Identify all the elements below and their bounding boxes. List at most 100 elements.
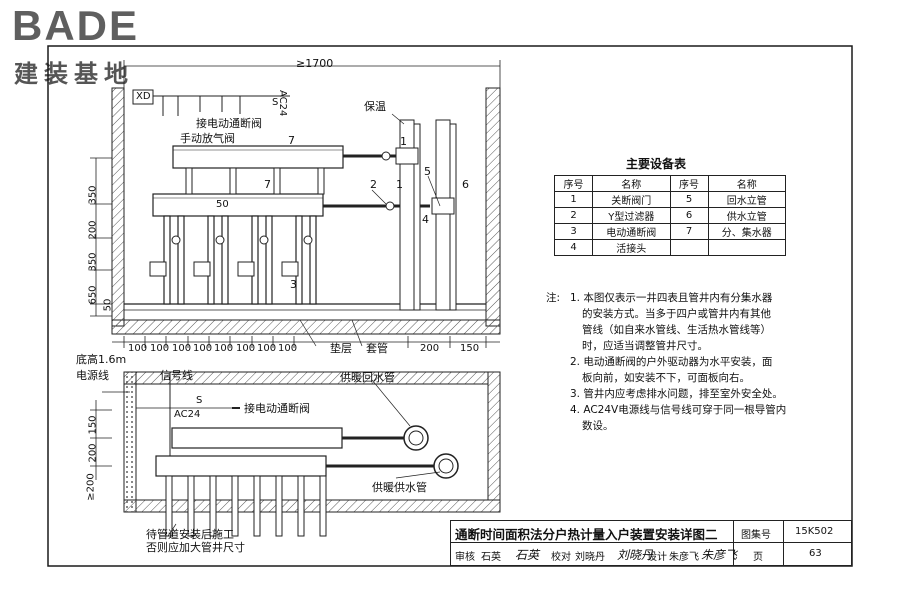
note-line: 1. 本图仅表示一井四表且管井内有分集水器 — [570, 292, 773, 304]
ac24-plan-label: AC24 — [174, 409, 201, 420]
design-label: 设计 — [647, 552, 667, 563]
plan-dim-200-min: ≥200 — [85, 473, 97, 501]
table-cell: 1 — [553, 191, 594, 208]
construct-note-1: 待管道安装后施工 — [146, 528, 234, 541]
checker-name: 刘晓丹 — [575, 552, 605, 563]
table-cell — [669, 239, 709, 256]
logo-wordmark: BADE — [12, 2, 140, 49]
signal-line-label: 信号线 — [160, 369, 193, 382]
drawing-title: 通断时间面积法分户热计量入户装置安装详图二 — [455, 527, 718, 542]
insulation-label: 保温 — [364, 100, 386, 113]
callout-7a: 7 — [288, 134, 295, 147]
col-no-1: 序号 — [553, 175, 594, 192]
dim-100-5: 100 — [214, 343, 234, 354]
table-row: 4 活接头 — [553, 239, 787, 256]
lower-manifold — [152, 193, 324, 217]
equipment-table-title: 主要设备表 — [626, 157, 687, 171]
reviewer-signature: 石英 — [515, 548, 540, 562]
table-row: 1 关断阀门 5 回水立管 — [553, 191, 787, 208]
plan-lower-manifold — [155, 455, 327, 477]
table-cell: Y型过滤器 — [592, 207, 671, 224]
callout-5: 5 — [424, 165, 431, 178]
floor-slab — [111, 319, 501, 335]
s-plan-label: S — [196, 395, 203, 406]
table-cell: 4 — [553, 239, 594, 256]
atlas-number: 15K502 — [795, 526, 834, 537]
table-cell: 3 — [553, 223, 594, 240]
table-cell: 回水立管 — [707, 191, 787, 208]
callout-7b: 7 — [264, 178, 271, 191]
equipment-table: 序号 名称 序号 名称 1 关断阀门 5 回水立管 2 Y型过滤器 6 供水立管… — [553, 175, 787, 256]
table-row: 2 Y型过滤器 6 供水立管 — [553, 207, 787, 224]
plan-dim-150: 150 — [87, 415, 99, 435]
table-header-row: 序号 名称 序号 名称 — [553, 175, 787, 192]
power-line-label: 电源线 — [76, 369, 109, 382]
table-cell: 电动通断阀 — [592, 223, 671, 240]
xd-label: XD — [136, 91, 151, 102]
designer-signature: 朱彦飞 — [701, 548, 738, 562]
dim-100-4: 100 — [193, 343, 213, 354]
note-line: 4. AC24V电源线与信号线可穿于同一根导管内 — [570, 404, 787, 416]
top-dimension: ≥1700 — [296, 57, 334, 70]
callout-6: 6 — [462, 178, 469, 191]
s-top-label: S — [272, 97, 279, 108]
note-line: 的安装方式。当多于四户或管井内有其他 — [582, 308, 771, 320]
col-name-1: 名称 — [592, 175, 671, 192]
right-wall — [485, 87, 501, 327]
notes-lead: 注: — [546, 292, 561, 304]
sleeve-label: 套管 — [366, 342, 388, 355]
return-pipe-label: 供暖回水管 — [340, 371, 395, 384]
title-block: 通断时间面积法分户热计量入户装置安装详图二 图集号 15K502 审核 石英 石… — [450, 520, 852, 566]
dim-100-7: 100 — [257, 343, 277, 354]
table-cell: 6 — [669, 207, 709, 224]
supply-riser — [435, 119, 451, 311]
plan-supply-riser — [433, 453, 459, 479]
callout-2: 2 — [370, 178, 377, 191]
dim-100-8: 100 — [278, 343, 298, 354]
plan-dim-200: 200 — [87, 443, 99, 463]
callout-50: 50 — [216, 199, 229, 210]
note-line: 3. 管井内应考虑排水问题，排至室外安全处。 — [570, 388, 783, 400]
page-label: 页 — [753, 552, 763, 563]
note-1: 1. 本图仅表示一井四表且管井内有分集水器 的安装方式。当多于四户或管井内有其他… — [570, 290, 786, 434]
dim-650: 650 — [87, 285, 99, 305]
ac24-top-label: AC24 — [277, 90, 288, 117]
logo-subtitle: 建装基地 — [14, 60, 134, 88]
branch-pipes — [163, 215, 317, 305]
table-row: 3 电动通断阀 7 分、集水器 — [553, 223, 787, 240]
callout-1b: 1 — [396, 178, 403, 191]
check-label: 校对 — [551, 552, 571, 563]
table-cell: 活接头 — [592, 239, 671, 256]
col-name-2: 名称 — [707, 175, 787, 192]
dim-100-1: 100 — [128, 343, 148, 354]
dim-100-2: 100 — [150, 343, 170, 354]
connect-valve-top-label: 接电动通断阀 — [196, 117, 262, 130]
table-cell: 5 — [669, 191, 709, 208]
dim-150-bottom: 150 — [460, 343, 480, 354]
note-line: 数设。 — [582, 420, 614, 432]
table-cell: 2 — [553, 207, 594, 224]
table-cell: 分、集水器 — [707, 223, 787, 240]
callout-3: 3 — [290, 278, 297, 291]
cushion-label: 垫层 — [330, 342, 352, 355]
callout-4: 4 — [422, 213, 429, 226]
table-cell: 供水立管 — [707, 207, 787, 224]
atlas-label: 图集号 — [741, 530, 771, 541]
xd-box — [132, 89, 154, 105]
dim-350-upper: 350 — [87, 185, 99, 205]
reviewer-name: 石英 — [481, 552, 501, 563]
plan-return-riser — [403, 425, 429, 451]
supply-pipe-label: 供暖供水管 — [372, 481, 427, 494]
construct-note-2: 否则应加大管井尺寸 — [146, 541, 245, 554]
designer-name: 朱彦飞 — [669, 552, 699, 563]
dim-50: 50 — [102, 298, 114, 312]
manual-vent-label: 手动放气阀 — [180, 132, 235, 145]
drawing-frame — [47, 45, 853, 567]
table-cell: 7 — [669, 223, 709, 240]
dim-200: 200 — [87, 220, 99, 240]
note-line: 板向前，如安装不下，可面板向右。 — [582, 372, 750, 384]
dim-350-lower: 350 — [87, 252, 99, 272]
bottom-height-label: 底高1.6m — [76, 353, 127, 366]
connect-valve-plan-label: 接电动通断阀 — [244, 402, 310, 415]
